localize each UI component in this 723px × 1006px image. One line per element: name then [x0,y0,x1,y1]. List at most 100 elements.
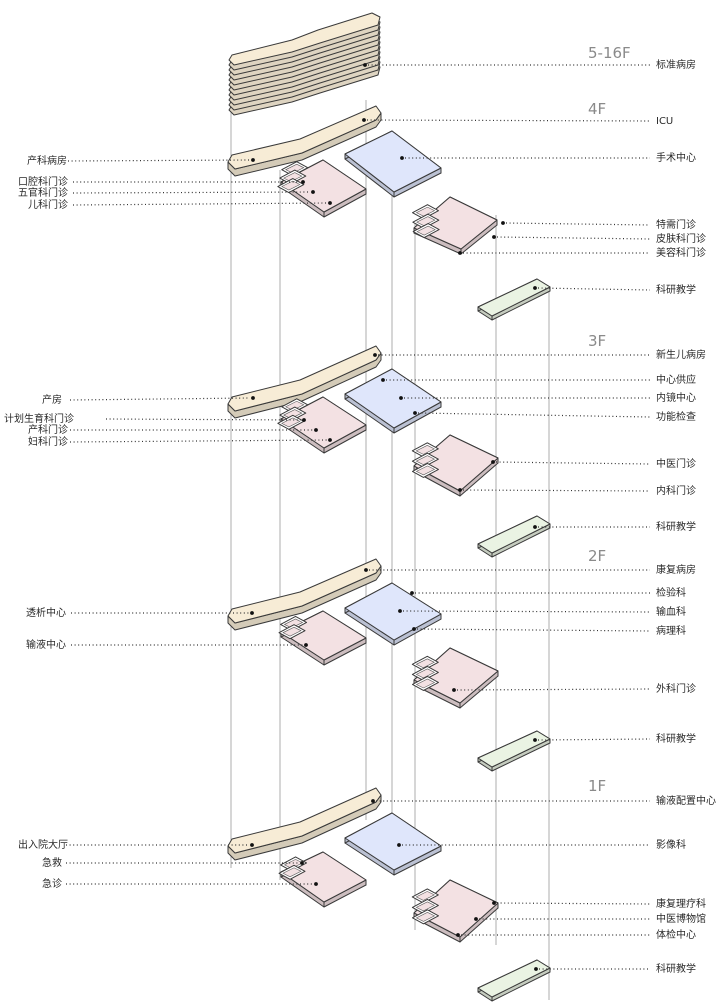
leader-dot-right-11 [491,460,495,464]
label-family-planning-clinic: 计划生育科门诊 [4,412,74,425]
floor-label-3f: 3F [588,332,606,350]
clinic-block-4f-left [277,159,367,218]
leader-dot-left-3 [328,201,332,205]
leader-right-18 [456,688,651,691]
clinic-block-1f-left-room-inner-1 [282,867,302,878]
leader-dot-left-12 [314,882,318,886]
clinic-block-2f-left [278,610,367,666]
research-block-4f [477,278,551,321]
research-block-3f [477,515,551,558]
leader-left-3 [72,202,328,206]
leader-left-5 [105,418,302,421]
research-block-1f [477,959,551,1002]
leader-dot-left-6 [314,428,318,432]
leader-left-2 [72,191,311,194]
clinic-block-2f-right [411,647,499,709]
leader-right-6 [537,287,651,291]
floor-label-2f: 2F [588,547,606,565]
ward-slab-1f [227,787,382,861]
leader-dot-right-22 [492,901,496,905]
leader-dot-left-8 [250,611,254,615]
label-emergency: 急诊 [42,877,62,890]
label-blood-transfusion: 输血科 [656,605,686,618]
clinic-block-1f-right-room-inner-0 [415,891,435,901]
clinic-block-3f-right-room-inner-1 [415,455,436,465]
label-obstetric-ward: 产科病房 [27,154,67,167]
leader-dot-right-19 [533,738,537,742]
ward-slab-3f [227,345,382,419]
label-delivery-room: 产房 [42,393,62,406]
leader-dot-right-13 [533,525,537,529]
research-block-3f-top [477,515,551,554]
leader-dot-right-20 [371,799,375,803]
leader-dot-right-7 [373,353,377,357]
clinic-block-4f-right-room-inner-2 [416,225,436,236]
clinic-block-2f-right-room-inner-0 [415,658,435,669]
clinic-block-4f-left-room-inner-2 [281,180,301,191]
leader-right-12 [462,489,651,492]
leader-dot-right-5 [458,251,462,255]
surgery-block-4f [344,130,442,198]
label-rehab-physio: 康复理疗科 [656,897,706,910]
leader-left-0 [67,159,251,162]
leader-dot-right-0 [363,63,367,67]
research-block-2f [477,730,551,772]
leader-right-11 [495,461,651,465]
label-endoscopy-center: 内镜中心 [656,391,696,404]
label-vip-clinic: 特需门诊 [656,218,696,231]
label-internal-clinic: 内科门诊 [656,484,696,497]
clinic-block-3f-left [277,396,367,454]
leader-dot-right-25 [534,967,538,971]
leader-right-17 [416,628,651,632]
leader-right-3 [505,222,651,226]
leader-dot-right-8 [381,378,385,382]
leader-dot-right-3 [501,221,505,225]
floor-blocks [227,12,551,1002]
label-dermatology-clinic: 皮肤科门诊 [656,232,706,245]
clinic-block-4f-right-room-inner-1 [416,216,436,226]
leader-dot-left-5 [302,418,306,422]
label-admission-hall: 出入院大厅 [18,838,68,851]
leader-dot-left-4 [251,396,255,400]
label-tcm-clinic: 中医门诊 [656,457,696,470]
clinic-block-4f-right [412,196,498,255]
label-neonatal-ward: 新生儿病房 [656,348,706,361]
tower-layer-0 [228,12,381,66]
leader-dot-left-2 [311,190,315,194]
leader-dot-left-11 [300,861,304,865]
clinic-block-2f-right-room-inner-2 [415,678,436,689]
research-block-2f-top [477,730,551,768]
leader-dot-left-7 [328,438,332,442]
surgery-block-2f-top [344,582,442,641]
clinic-block-4f-right-room-inner-0 [415,206,436,217]
label-emergency-rescue: 急救 [42,856,62,869]
label-research-1f: 科研教学 [656,962,696,975]
clinic-block-3f-left-room-inner-2 [281,417,301,428]
floor-label-5-16f: 5-16F [588,44,631,62]
label-pathology: 病理科 [656,624,686,637]
leader-dot-right-24 [456,933,460,937]
leader-dot-right-10 [413,411,417,415]
vertical-alignment-lines [230,58,550,1000]
clinic-block-2f-left-room-inner-1 [282,626,302,637]
label-checkup-center: 体检中心 [656,928,696,941]
label-stomatology-clinic: 口腔科门诊 [18,175,68,188]
label-icu: ICU [656,116,673,127]
leader-dot-left-10 [250,843,254,847]
label-ent-clinic: 五官科门诊 [18,186,68,199]
label-research-2f: 科研教学 [656,732,696,745]
leader-left-7 [69,439,328,443]
leader-dot-right-4 [492,235,496,239]
leader-right-4 [496,236,651,240]
label-laboratory: 检验科 [656,586,686,599]
ward-slab-3f-top [227,345,382,412]
label-function-exam: 功能检查 [656,410,696,423]
leader-right-22 [496,902,651,905]
clinic-block-1f-left [278,851,367,908]
leader-dot-right-14 [364,568,368,572]
floor-label-4f: 4F [588,100,606,118]
leader-right-10 [417,412,651,418]
surgery-block-4f-top [344,130,442,193]
leader-dot-left-9 [304,643,308,647]
